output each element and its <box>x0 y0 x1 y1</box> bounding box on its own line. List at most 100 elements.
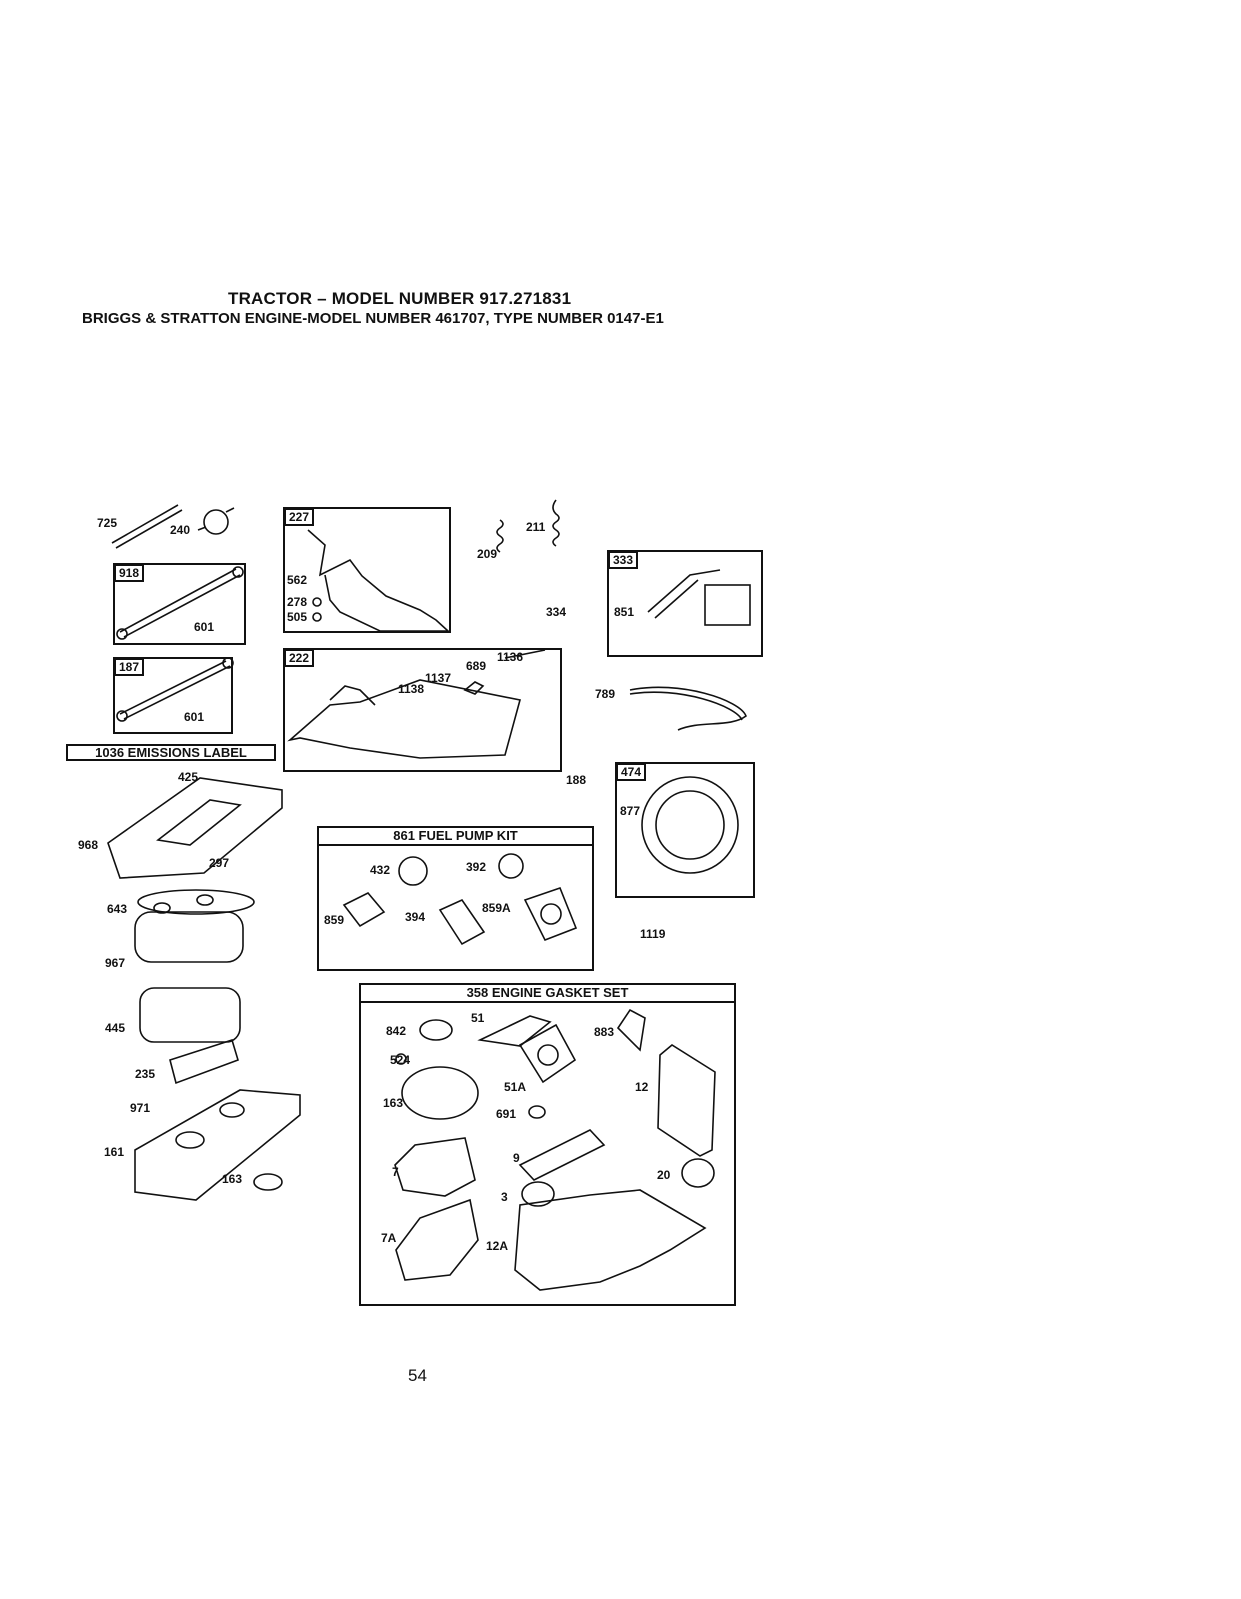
box-474: 474 <box>615 762 755 898</box>
part-label: 971 <box>130 1101 151 1115</box>
fuel-pump-kit-title: 861 FUEL PUMP KIT <box>319 828 592 846</box>
part-label: 334 <box>546 605 567 619</box>
seal-691-drawing <box>528 1105 546 1119</box>
part-label: 689 <box>466 659 487 673</box>
part-label: 161 <box>104 1145 125 1159</box>
hose-drawing <box>111 504 183 549</box>
part-label: 883 <box>594 1025 615 1039</box>
part-label: 1138 <box>398 682 425 696</box>
box-227: 227 <box>283 507 451 633</box>
gasket-7-drawing <box>394 1137 476 1197</box>
part-label: 51A <box>504 1080 527 1094</box>
part-label: 392 <box>466 860 487 874</box>
pipe-918-drawing <box>119 568 241 638</box>
gasket-7A-drawing <box>395 1198 479 1281</box>
part-label: 20 <box>657 1168 671 1182</box>
pipe-187-drawing <box>119 660 231 720</box>
page-title: TRACTOR – MODEL NUMBER 917.271831 <box>228 289 572 308</box>
part-label: 51 <box>471 1011 485 1025</box>
seal-20-drawing <box>681 1158 715 1188</box>
box-187-tag: 187 <box>114 658 145 676</box>
gasket-51A-drawing <box>518 1023 577 1084</box>
part-label: 425 <box>178 770 199 784</box>
part-label: 643 <box>107 902 128 916</box>
filter-cartridge-drawing <box>139 987 241 1043</box>
part-label: 163 <box>222 1172 243 1186</box>
part-label: 505 <box>287 610 308 624</box>
box-227-tag: 227 <box>284 508 315 526</box>
part-label: 9 <box>513 1151 520 1165</box>
gasket-set-box: 358 ENGINE GASKET SET <box>359 983 736 1306</box>
part-label: 432 <box>370 863 391 877</box>
part-label: 691 <box>496 1107 517 1121</box>
part-label: 562 <box>287 573 308 587</box>
part-label: 235 <box>135 1067 156 1081</box>
spring-392-drawing <box>498 853 524 879</box>
part-label: 1137 <box>425 671 452 685</box>
box-333: 333 <box>607 550 763 657</box>
part-label: 968 <box>78 838 99 852</box>
part-label: 524 <box>390 1053 411 1067</box>
part-label: 967 <box>105 956 126 970</box>
part-label: 725 <box>97 516 118 530</box>
alternator-coil-drawing <box>641 776 739 874</box>
part-label: 3 <box>501 1190 508 1204</box>
part-label: 789 <box>595 687 616 701</box>
air-cleaner-base-drawing <box>137 889 255 915</box>
air-cleaner-cover-drawing <box>107 777 283 879</box>
part-label: 877 <box>620 804 641 818</box>
gasket-883-drawing <box>616 1008 646 1052</box>
seal-drawing <box>169 1038 239 1085</box>
box-222: 222 <box>283 648 562 772</box>
part-label: 1119 <box>640 927 666 941</box>
part-label: 7A <box>381 1231 397 1245</box>
gasket-163-large-drawing <box>401 1066 479 1120</box>
part-label: 12 <box>635 1080 649 1094</box>
emissions-label: 1036 EMISSIONS LABEL <box>66 744 276 761</box>
part-label: 209 <box>477 547 498 561</box>
box-222-tag: 222 <box>284 649 315 667</box>
part-label: 163 <box>383 1096 404 1110</box>
gasket-12-drawing <box>657 1044 716 1157</box>
part-label: 859A <box>482 901 511 915</box>
bracket-227-drawing <box>307 529 451 632</box>
diaphragm-394-drawing <box>438 898 486 946</box>
gasket-set-title: 358 ENGINE GASKET SET <box>361 985 734 1003</box>
box-333-tag: 333 <box>608 551 639 569</box>
box-918: 918 <box>113 563 246 645</box>
seal-432-drawing <box>398 856 428 886</box>
part-label: 240 <box>170 523 191 537</box>
harness-333-drawing <box>647 569 721 619</box>
part-label: 859 <box>324 913 345 927</box>
gasket-51-drawing <box>477 1015 552 1047</box>
part-label: 601 <box>184 710 205 724</box>
precleaner-drawing <box>134 911 244 963</box>
seal-524-drawing <box>395 1053 407 1065</box>
page-subtitle: BRIGGS & STRATTON ENGINE-MODEL NUMBER 46… <box>82 310 664 327</box>
gasket-842-drawing <box>419 1019 453 1041</box>
gasket-859-drawing <box>342 892 386 928</box>
wire-harness-drawing <box>629 686 747 731</box>
seal-3-drawing <box>521 1181 555 1207</box>
gasket-12A-drawing <box>514 1189 707 1291</box>
box-187: 187 <box>113 657 233 734</box>
part-label: 394 <box>405 910 426 924</box>
spring-209-drawing <box>496 519 504 553</box>
gasket-9-drawing <box>518 1129 606 1181</box>
part-label: 1136 <box>497 650 524 664</box>
spring-211-drawing <box>552 499 560 547</box>
gasket-859A-drawing <box>523 886 578 942</box>
box-474-tag: 474 <box>616 763 647 781</box>
part-label: 297 <box>209 856 230 870</box>
part-label: 12A <box>486 1239 509 1253</box>
part-label: 7 <box>392 1165 399 1179</box>
part-label: 445 <box>105 1021 126 1035</box>
part-label: 851 <box>614 605 635 619</box>
gasket-163-drawing <box>253 1173 283 1191</box>
part-label: 278 <box>287 595 308 609</box>
base-plate-drawing <box>134 1089 301 1201</box>
rectifier-drawing <box>704 584 751 626</box>
page-number: 54 <box>408 1366 427 1385</box>
control-plate-drawing <box>287 679 521 759</box>
